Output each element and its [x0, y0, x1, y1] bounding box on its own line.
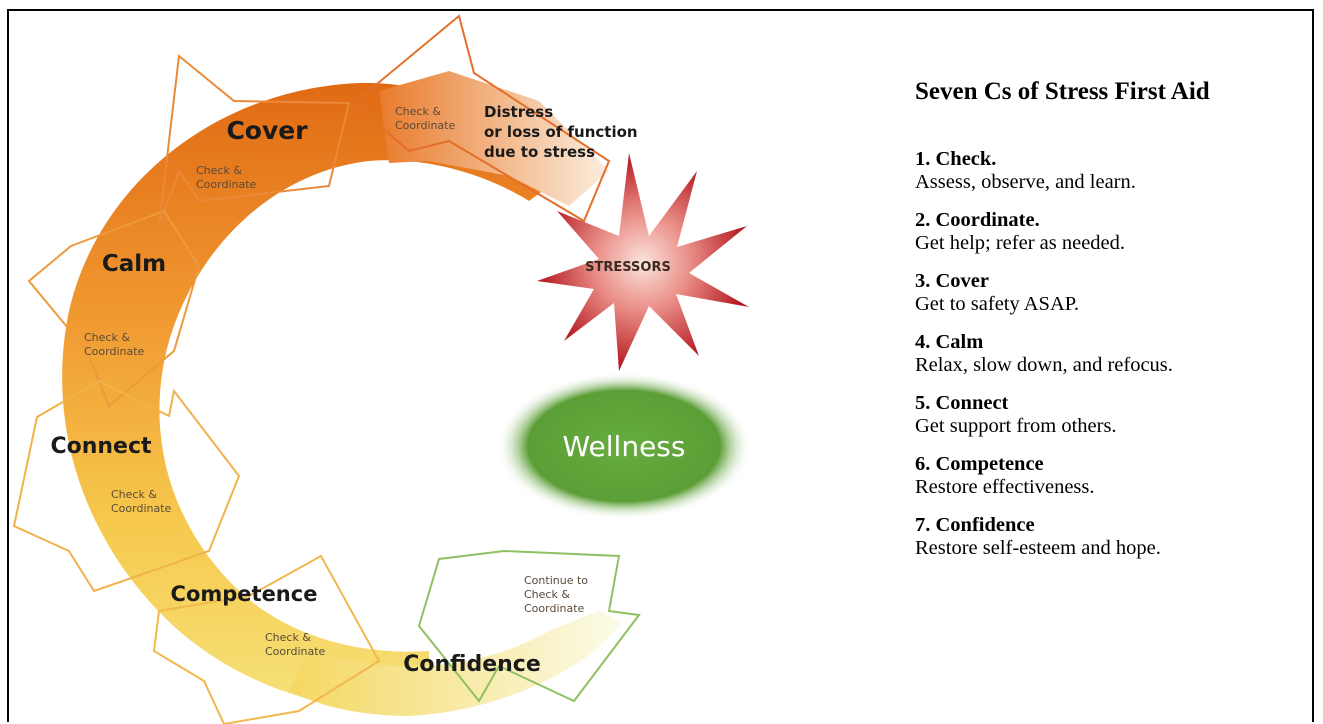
check-coordinate-calm: Check &Coordinate — [84, 331, 145, 358]
cycle-ring — [62, 71, 621, 716]
distress-text: Distress or loss of function due to stre… — [484, 103, 638, 161]
seven-cs-list: 1. Check. Assess, observe, and learn. 2.… — [915, 148, 1315, 560]
list-item: 2. Coordinate. Get help; refer as needed… — [915, 209, 1315, 255]
stress-first-aid-cycle-diagram: STRESSORS Wellness Cover Calm Connect Co… — [12, 14, 752, 724]
item-heading: 5. Connect — [915, 392, 1009, 414]
stressors-star — [537, 153, 749, 371]
item-description: Get help; refer as needed. — [915, 232, 1126, 254]
check-coordinate-competence: Check &Coordinate — [265, 631, 326, 658]
item-description: Get to safety ASAP. — [915, 293, 1079, 315]
wellness-badge: Wellness — [496, 372, 752, 520]
arrow-calm — [27, 209, 201, 408]
item-description: Get support from others. — [915, 415, 1117, 437]
wellness-ellipse — [496, 372, 752, 520]
stressors-burst: STRESSORS — [537, 153, 749, 371]
item-description: Restore effectiveness. — [915, 476, 1095, 498]
check-coordinate-cover: Check &Coordinate — [196, 164, 257, 191]
distress-line-3: due to stress — [484, 143, 595, 161]
arrow-connect — [12, 379, 241, 593]
stage-label-cover: Cover — [226, 116, 308, 145]
check-coordinate-distress: Check &Coordinate — [395, 105, 456, 132]
stage-label-confidence: Confidence — [403, 652, 541, 677]
list-item: 6. Competence Restore effectiveness. — [915, 453, 1315, 499]
ring-bottom-tail — [289, 611, 621, 716]
item-heading: 4. Calm — [915, 331, 984, 353]
figure-frame: STRESSORS Wellness Cover Calm Connect Co… — [7, 9, 1315, 724]
arrow-competence — [152, 554, 381, 724]
item-heading: 6. Competence — [915, 453, 1044, 475]
wellness-label: Wellness — [563, 430, 686, 463]
list-item: 7. Confidence Restore self-esteem and ho… — [915, 514, 1315, 560]
item-heading: 2. Coordinate. — [915, 209, 1040, 231]
stage-label-connect: Connect — [50, 434, 152, 459]
item-heading: 7. Confidence — [915, 514, 1035, 536]
ring-top-tail — [379, 71, 609, 206]
item-description: Restore self-esteem and hope. — [915, 537, 1161, 559]
arrow-distress — [352, 14, 611, 223]
list-item: 1. Check. Assess, observe, and learn. — [915, 148, 1315, 194]
list-item: 3. Cover Get to safety ASAP. — [915, 270, 1315, 316]
item-heading: 3. Cover — [915, 270, 990, 292]
seven-cs-panel: Seven Cs of Stress First Aid 1. Check. A… — [915, 79, 1315, 575]
arrow-confidence — [417, 549, 641, 703]
check-coordinate-connect: Check &Coordinate — [111, 488, 172, 515]
list-item: 5. Connect Get support from others. — [915, 392, 1315, 438]
item-description: Relax, slow down, and refocus. — [915, 354, 1173, 376]
ring-band — [62, 82, 570, 712]
list-item: 4. Calm Relax, slow down, and refocus. — [915, 331, 1315, 377]
stage-label-calm: Calm — [102, 251, 166, 277]
distress-line-1: Distress — [484, 103, 553, 121]
cycle-arrows — [12, 14, 641, 724]
arrow-cover — [158, 54, 351, 227]
stage-label-competence: Competence — [171, 582, 318, 606]
stressors-label: STRESSORS — [585, 260, 671, 275]
item-heading: 1. Check. — [915, 148, 997, 170]
distress-line-2: or loss of function — [484, 123, 638, 141]
item-description: Assess, observe, and learn. — [915, 171, 1136, 193]
panel-title: Seven Cs of Stress First Aid — [915, 78, 1210, 105]
